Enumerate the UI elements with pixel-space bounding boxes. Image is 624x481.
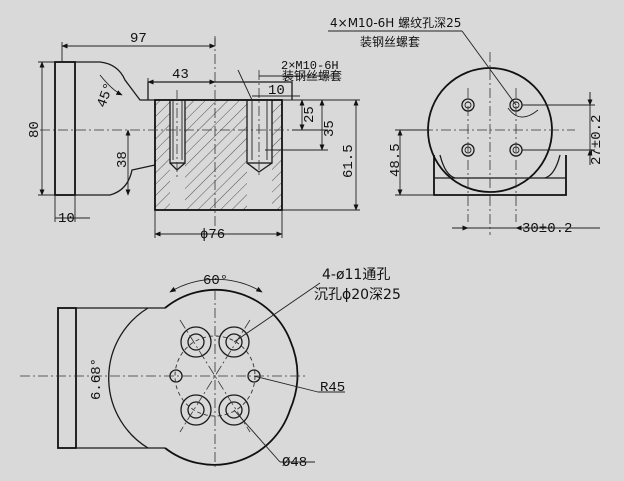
dim-97: 97 — [130, 31, 147, 47]
dim-R45: R45 — [320, 380, 345, 396]
hole-upper-right — [218, 326, 250, 358]
angle-60: 60° — [203, 273, 228, 289]
dim-38: 38 — [115, 151, 131, 168]
dim-30: 30±0.2 — [522, 221, 572, 237]
dim-10-top: 10 — [268, 83, 285, 99]
hole-upper-left — [180, 326, 212, 358]
top-hole-note-2: 沉孔ɸ20深25 — [314, 287, 401, 303]
dim-27: 27±0.2 — [589, 115, 605, 165]
hole-lower-left — [180, 394, 212, 426]
arm-profile — [75, 61, 155, 101]
dim-80: 80 — [27, 121, 43, 138]
flange-plate — [54, 61, 76, 196]
dim-phi48: Ø48 — [282, 455, 307, 471]
top-boss — [164, 288, 299, 466]
dim-48-5: 48.5 — [388, 143, 404, 177]
dim-45deg: 45° — [94, 81, 118, 110]
dim-43: 43 — [172, 67, 189, 83]
top-plate — [57, 307, 77, 449]
side-base — [433, 155, 567, 196]
thread-hole-right — [246, 99, 273, 164]
body-outline — [154, 99, 283, 211]
dim-61-5: 61.5 — [341, 144, 357, 178]
top-hole-note-1: 4-ø11通孔 — [322, 267, 390, 283]
hole-lower-right — [218, 394, 250, 426]
dim-10-left: 10 — [58, 211, 75, 227]
section-hatch-mid — [185, 100, 247, 210]
side-view: 4×M10-6H 螺纹孔深25 装钢丝螺套 48.5 27±0.2 30±0.2 — [328, 16, 605, 237]
top-view: 60° 4-ø11通孔 沉孔ɸ20深25 6.68° R45 Ø48 — [20, 267, 401, 471]
dim-35: 35 — [322, 120, 338, 137]
front-thread-note-2: 装钢丝螺套 — [282, 69, 342, 83]
side-thread-note-1: 4×M10-6H 螺纹孔深25 — [330, 16, 461, 30]
section-hatch-left — [155, 100, 170, 210]
dim-phi76: ɸ76 — [200, 227, 225, 243]
front-thread-note-1: 2×M10-6H — [281, 59, 339, 73]
side-thread-note-2: 装钢丝螺套 — [360, 35, 420, 49]
front-view: 97 43 80 45° 38 10 2×M10-6H 装钢丝螺套 10 — [27, 31, 360, 243]
dim-25: 25 — [302, 106, 318, 123]
section-hatch-right — [272, 100, 282, 210]
dim-6-68deg: 6.68° — [89, 358, 105, 400]
thread-hole-left — [169, 99, 186, 164]
